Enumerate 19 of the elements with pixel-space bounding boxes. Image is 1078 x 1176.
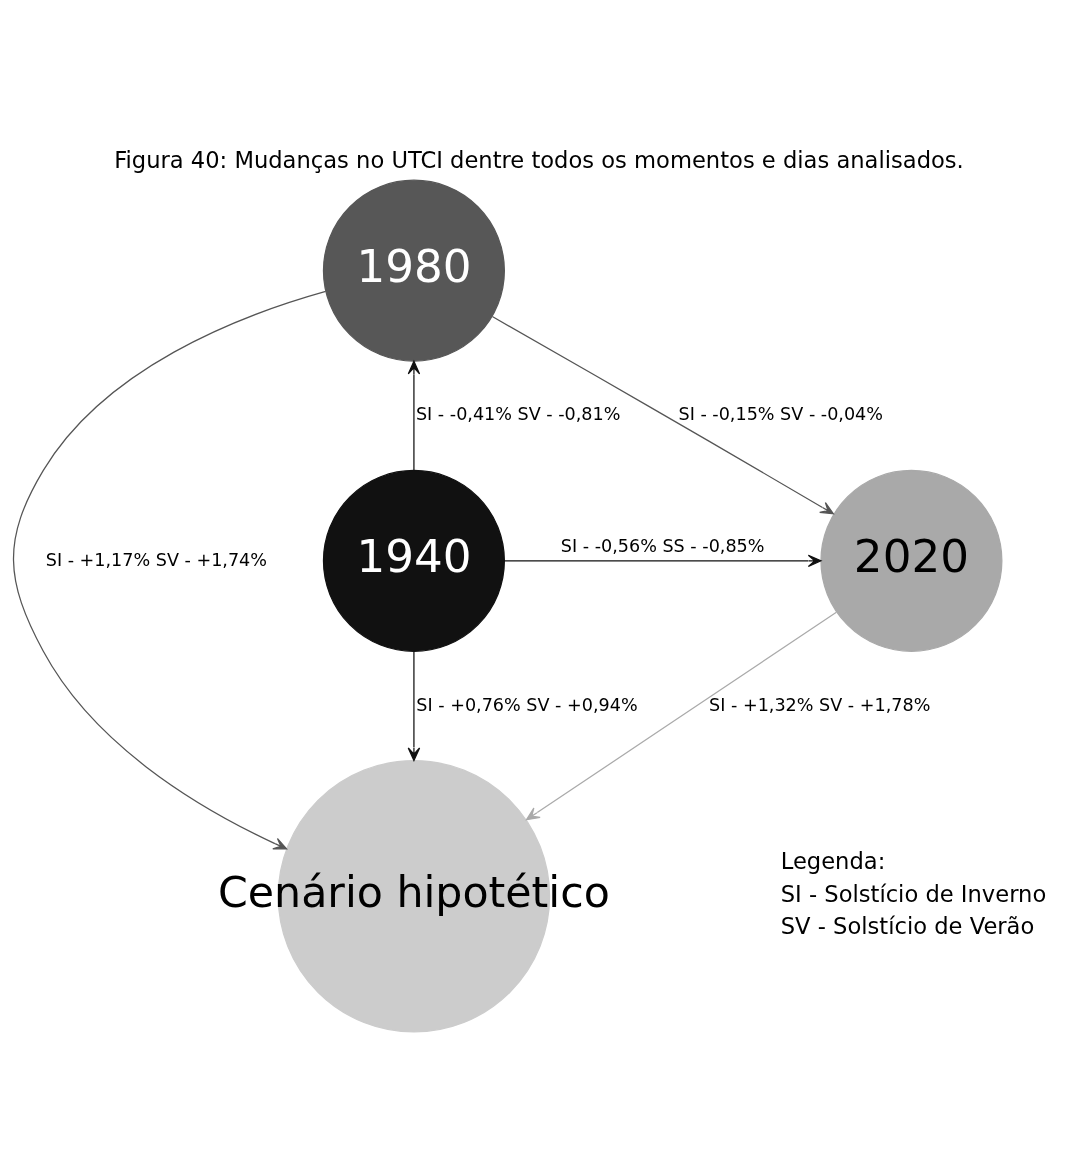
arrow	[407, 650, 421, 761]
edge-label: SI - -0,15% SV - -0,04%	[678, 403, 884, 424]
label: Legenda:	[780, 847, 886, 874]
node-circle: 1940	[322, 469, 505, 652]
arrow	[503, 554, 822, 567]
arrow	[491, 315, 834, 514]
node-label: Cenário hipotético	[218, 866, 610, 917]
edge-label: SI - +1,17% SV - +1,74%	[45, 549, 268, 570]
arrow	[407, 360, 421, 471]
edge-label: SI - +1,32% SV - +1,78%	[709, 694, 931, 715]
edge-label: SI - -0,56% SS - -0,85%	[560, 535, 765, 556]
arrow	[12, 290, 327, 850]
node-circle: 1980	[322, 179, 505, 362]
label: SI - Solstício de Inverno	[780, 880, 1047, 907]
edge-label: SI - +0,76% SV - +0,94%	[416, 694, 638, 715]
diagram-title: Figura 40: Mudanças no UTCI dentre todos os momentos e dias analisados.	[114, 146, 964, 173]
label: SV - Solstício de Verão	[780, 912, 1035, 939]
arrow	[525, 611, 837, 820]
edge-label: SI - -0,41% SV - -0,81%	[415, 403, 621, 424]
